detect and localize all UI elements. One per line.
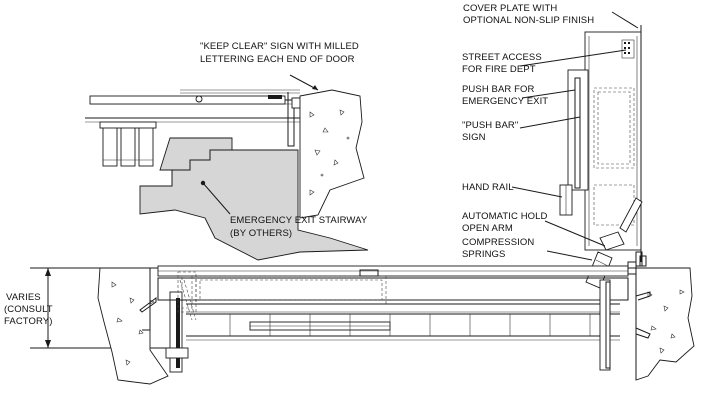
concrete-wall-top	[299, 89, 365, 219]
compression-springs-label-line2: SPRINGS	[462, 249, 505, 260]
hold-open-arm-label: AUTOMATIC HOLD	[462, 211, 548, 222]
stairway-section-view	[85, 89, 369, 261]
push-bar-label-line2: EMERGENCY EXIT	[462, 96, 548, 107]
street-access-label: STREET ACCESS	[462, 52, 542, 63]
depth-dimension	[40, 267, 56, 349]
push-bar-sign-label: "PUSH BAR"	[462, 120, 518, 131]
push-bar-sign-label-line2: SIGN	[462, 132, 486, 143]
dimension-label: VARIES	[6, 292, 41, 303]
street-access-label-line2: FOR FIRE DEPT	[462, 64, 536, 75]
main-section-view	[30, 261, 695, 385]
door-leaf-section	[89, 95, 286, 105]
keep-clear-label: "KEEP CLEAR" SIGN WITH MILLED	[200, 41, 359, 52]
callout-labels: "KEEP CLEAR" SIGN WITH MILLED LETTERING …	[4, 3, 594, 327]
hold-open-arm	[619, 197, 643, 233]
cover-plate-open	[584, 31, 642, 251]
stairway-label-line2: (BY OTHERS)	[230, 228, 292, 239]
concrete-right	[635, 267, 695, 381]
stairway-label: EMERGENCY EXIT STAIRWAY	[230, 215, 368, 226]
dimension-label-line2: (CONSULT	[4, 304, 53, 315]
hand-rail-label: HAND RAIL	[462, 182, 514, 193]
cover-plate-label: COVER PLATE WITH	[463, 3, 557, 14]
push-bar-label: PUSH BAR FOR	[462, 84, 534, 95]
hold-open-arm-label-line2: OPEN ARM	[462, 223, 513, 234]
door-open-elevation	[559, 25, 647, 289]
compression-springs-label: COMPRESSION	[462, 237, 534, 248]
keep-clear-label-line2: LETTERING EACH END OF DOOR	[200, 54, 355, 65]
push-bar-frame	[567, 69, 589, 191]
cover-plate-label-line2: OPTIONAL NON-SLIP FINISH	[463, 15, 594, 26]
dimension-label-line3: FACTORY)	[4, 316, 53, 327]
spring-canisters	[99, 121, 157, 167]
